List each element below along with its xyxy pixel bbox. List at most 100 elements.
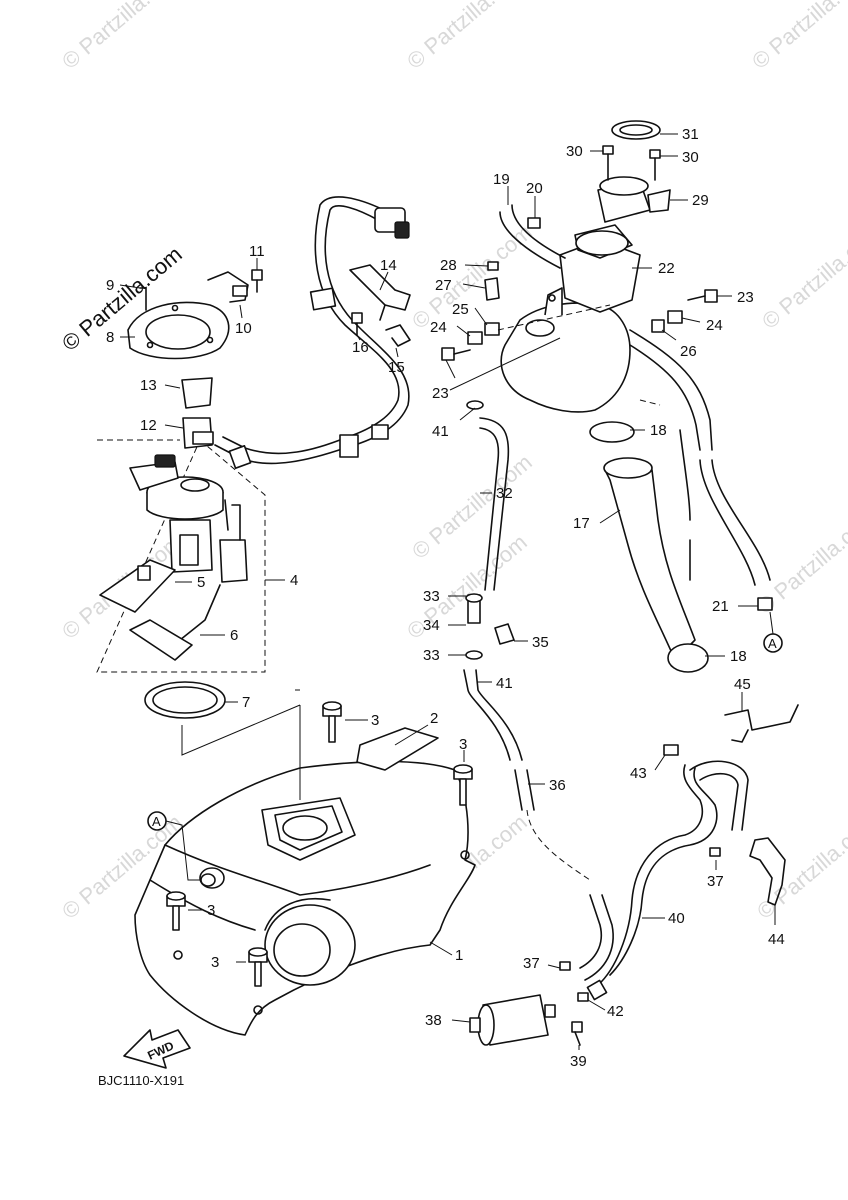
callout: 3 — [459, 736, 467, 753]
callout: 23 — [737, 289, 754, 306]
callout: 28 — [440, 257, 457, 274]
bolt-23a — [441, 347, 471, 361]
bolt-3-group — [166, 701, 473, 987]
callout: 7 — [242, 694, 250, 711]
clamp-18 — [589, 421, 709, 673]
damper-25 — [484, 322, 500, 336]
bolt — [248, 947, 268, 987]
collar-24b — [667, 310, 683, 324]
callout: 15 — [388, 359, 405, 376]
callout: 22 — [658, 260, 675, 277]
callout: 30 — [566, 143, 583, 160]
callout: 33 — [423, 588, 440, 605]
callout: 20 — [526, 180, 543, 197]
callout: 30 — [682, 149, 699, 166]
callout: 17 — [573, 515, 590, 532]
bolt — [453, 764, 473, 806]
callout: 44 — [768, 931, 785, 948]
callout: 8 — [106, 329, 114, 346]
callout: 41 — [432, 423, 449, 440]
clamp-10 — [207, 271, 249, 303]
callout: 36 — [549, 777, 566, 794]
watermark: © Partzilla.com — [407, 219, 537, 333]
damper-26 — [651, 319, 665, 333]
callout: 2 — [430, 710, 438, 727]
screw-11 — [251, 269, 263, 293]
callout: 43 — [630, 765, 647, 782]
warning-label — [356, 727, 439, 771]
callout: 24 — [706, 317, 723, 334]
clamp-20 — [527, 217, 541, 229]
fuel-line — [463, 400, 614, 981]
callout: 4 — [290, 572, 298, 589]
callout: 29 — [692, 192, 709, 209]
callout: 27 — [435, 277, 452, 294]
callout: 39 — [570, 1053, 587, 1070]
callout: 3 — [207, 902, 215, 919]
ref-mark-a-tank: A — [147, 811, 200, 881]
callout: 23 — [432, 385, 449, 402]
callout: 18 — [730, 648, 747, 665]
ref-mark-label: A — [152, 814, 161, 829]
bolt-9 — [139, 287, 147, 311]
callout: 38 — [425, 1012, 442, 1029]
filler-neck-assembly — [500, 120, 671, 413]
bolt-23b — [687, 289, 718, 303]
bolt-16 — [351, 312, 363, 336]
callout: 37 — [707, 873, 724, 890]
clip-15 — [385, 324, 411, 347]
collar-27 — [484, 277, 500, 301]
callout: 13 — [140, 377, 157, 394]
callout: 35 — [532, 634, 549, 651]
diagram-code: BJC1110-X191 — [98, 1073, 184, 1088]
callout: 19 — [493, 171, 510, 188]
callout: 18 — [650, 422, 667, 439]
bolt — [322, 701, 342, 743]
bolt — [166, 891, 186, 931]
callout: 37 — [523, 955, 540, 972]
callout: 34 — [423, 617, 440, 634]
fuel-filter — [99, 559, 176, 613]
bracket-45 — [724, 704, 799, 743]
clamp-37b — [709, 847, 721, 857]
callout: 1 — [455, 947, 463, 964]
fuel-tank — [134, 760, 476, 1036]
callout: 6 — [230, 627, 238, 644]
callout: 40 — [668, 910, 685, 927]
washer-28 — [487, 261, 499, 271]
callout: 32 — [496, 485, 513, 502]
watermark: © Partzilla.com — [747, 0, 848, 74]
watermark: © Partzilla.com — [752, 809, 848, 923]
fuel-delivery-hose — [214, 196, 410, 469]
bracket-14 — [349, 264, 411, 321]
callout: 14 — [380, 257, 397, 274]
collar-24a — [467, 331, 483, 345]
ref-mark-label: A — [768, 636, 777, 651]
clamp-42 — [577, 992, 589, 1002]
pump-ring — [144, 681, 226, 719]
watermark: © Partzilla.com — [757, 219, 848, 333]
callout: 24 — [430, 319, 447, 336]
cap-21 — [757, 597, 773, 611]
hose-40 — [586, 760, 749, 1001]
breather-hose — [499, 204, 771, 586]
watermark: © Partzilla.com — [402, 0, 532, 74]
fuel-pump — [129, 454, 248, 583]
callout: 25 — [452, 301, 469, 318]
callout: 3 — [371, 712, 379, 729]
callout: 42 — [607, 1003, 624, 1020]
watermark: © Partzilla.com — [57, 0, 187, 74]
callout: 10 — [235, 320, 252, 337]
callout: 33 — [423, 647, 440, 664]
bolt-39 — [571, 1021, 583, 1046]
clamp-37a — [559, 961, 571, 971]
callouts: 1 2 3 3 3 3 4 5 6 7 8 9 10 11 12 13 14 1… — [106, 126, 785, 1070]
ref-mark-a-hose: A — [763, 611, 783, 653]
callout: 16 — [352, 339, 369, 356]
fwd-arrow: FWD — [123, 1029, 191, 1069]
bracket-44 — [749, 837, 786, 906]
fuel-sender — [129, 584, 221, 661]
callout: 12 — [140, 417, 157, 434]
callout: 45 — [734, 676, 751, 693]
